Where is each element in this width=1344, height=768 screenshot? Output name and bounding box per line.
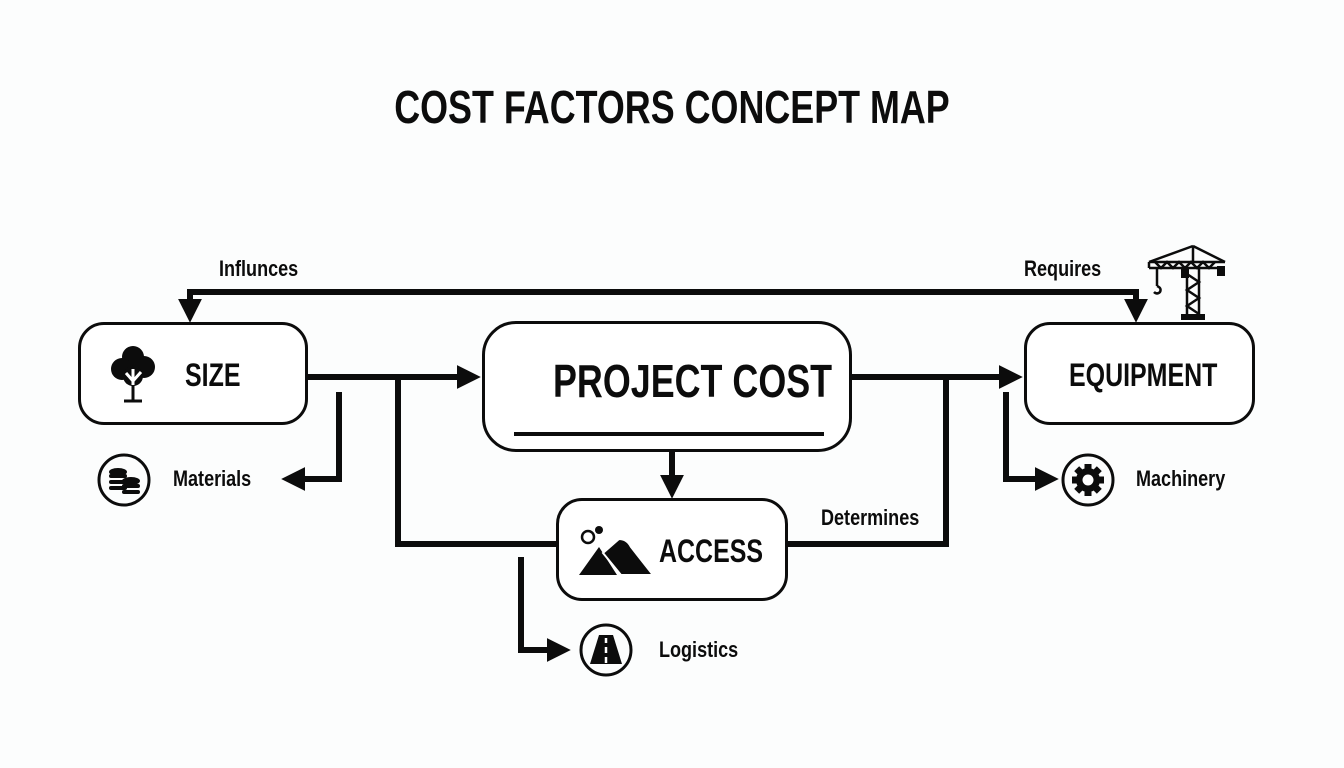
leaf-logistics-label: Logistics [659,637,739,662]
edge-equipment-to-machinery [1003,392,1059,491]
node-project-cost-label: PROJECT COST [553,355,833,407]
edge-access-to-logistics [518,557,571,662]
edge-influences-loop [395,377,557,547]
node-project-cost[interactable]: PROJECT COST [482,321,852,452]
project-cost-underline [514,432,824,436]
edge-determines [786,377,949,547]
mountain-icon [579,526,656,576]
road-icon [579,623,633,677]
edge-size-to-materials [281,392,342,491]
node-size-label: SIZE [185,357,241,393]
tree-icon [111,346,155,403]
diagram-title: COST FACTORS CONCEPT MAP [394,81,950,133]
leaf-materials[interactable]: Materials [96,452,296,508]
crane-icon [1147,244,1226,320]
leaf-machinery[interactable]: Machinery [1060,452,1260,508]
node-access-label: ACCESS [659,533,764,569]
coins-icon [97,453,151,507]
node-access[interactable]: ACCESS [556,498,788,601]
leaf-logistics[interactable]: Logistics [578,622,778,678]
leaf-machinery-label: Machinery [1136,466,1226,491]
edge-label-requires: Requires [1024,256,1102,281]
node-equipment[interactable]: EQUIPMENT [1024,322,1255,425]
gear-icon [1061,453,1115,507]
leaf-materials-label: Materials [173,466,252,491]
node-equipment-label: EQUIPMENT [1069,357,1218,393]
node-size[interactable]: SIZE [78,322,308,425]
edge-label-influences: Influnces [219,256,299,281]
edge-label-determines: Determines [821,505,920,530]
edge-requires [178,289,1139,323]
